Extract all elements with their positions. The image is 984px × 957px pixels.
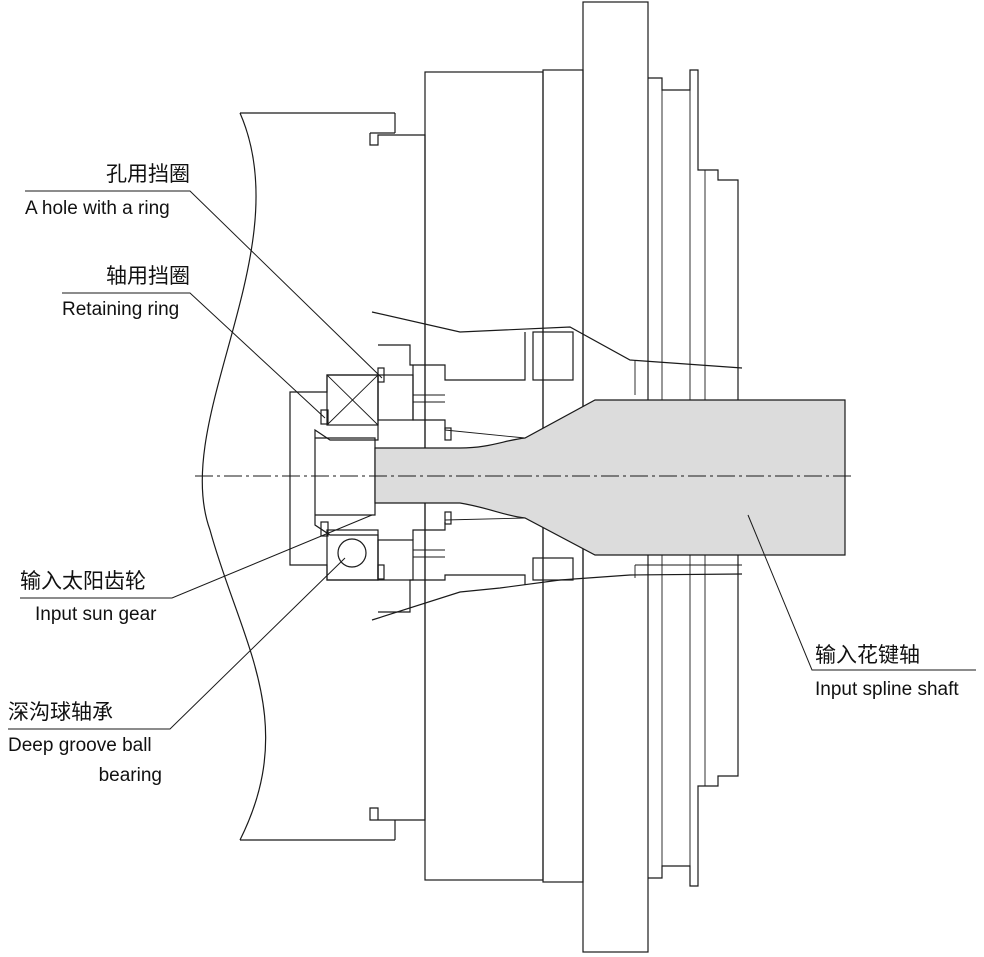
- housing-break-outline: [201, 112, 267, 841]
- bearing-top: [326, 374, 379, 426]
- callout-retaining-ring-en: Retaining ring: [62, 299, 180, 320]
- callout-retaining-ring-zh: 轴用挡圈: [106, 265, 190, 288]
- sun-gear-shank: [315, 437, 376, 516]
- callout-sun-gear-en: Input sun gear: [35, 604, 157, 625]
- bore-taper-top: [371, 311, 743, 369]
- carrier-top: [378, 332, 526, 381]
- leader-sun-gear: [20, 514, 373, 599]
- callout-bearing-zh: 深沟球轴承: [8, 701, 113, 724]
- sun-gear-housing: [289, 374, 379, 581]
- output-step-top: [648, 69, 739, 460]
- callout-spline-shaft-zh: 输入花键轴: [815, 644, 920, 667]
- leader-hole-ring: [25, 190, 383, 379]
- callout-hole-ring-zh: 孔用挡圈: [106, 163, 190, 186]
- callout-bearing-en-line1: Deep groove ball: [8, 735, 152, 756]
- output-step-bottom: [648, 460, 739, 887]
- callout-spline-shaft-en: Input spline shaft: [815, 679, 959, 700]
- leader-bearing: [8, 557, 346, 730]
- bore-taper-bottom: [371, 573, 743, 621]
- bearing-bottom: [326, 529, 379, 581]
- callout-hole-ring-en: A hole with a ring: [25, 198, 170, 219]
- input-spline-shaft: [374, 399, 846, 556]
- bearing-ball: [337, 538, 367, 568]
- callout-sun-gear-zh: 输入太阳齿轮: [20, 570, 146, 593]
- callout-bearing-en-line2: bearing: [98, 765, 162, 786]
- carrier-bottom: [378, 574, 526, 613]
- leader-spline-shaft: [747, 514, 976, 671]
- leader-retaining-ring: [62, 292, 326, 419]
